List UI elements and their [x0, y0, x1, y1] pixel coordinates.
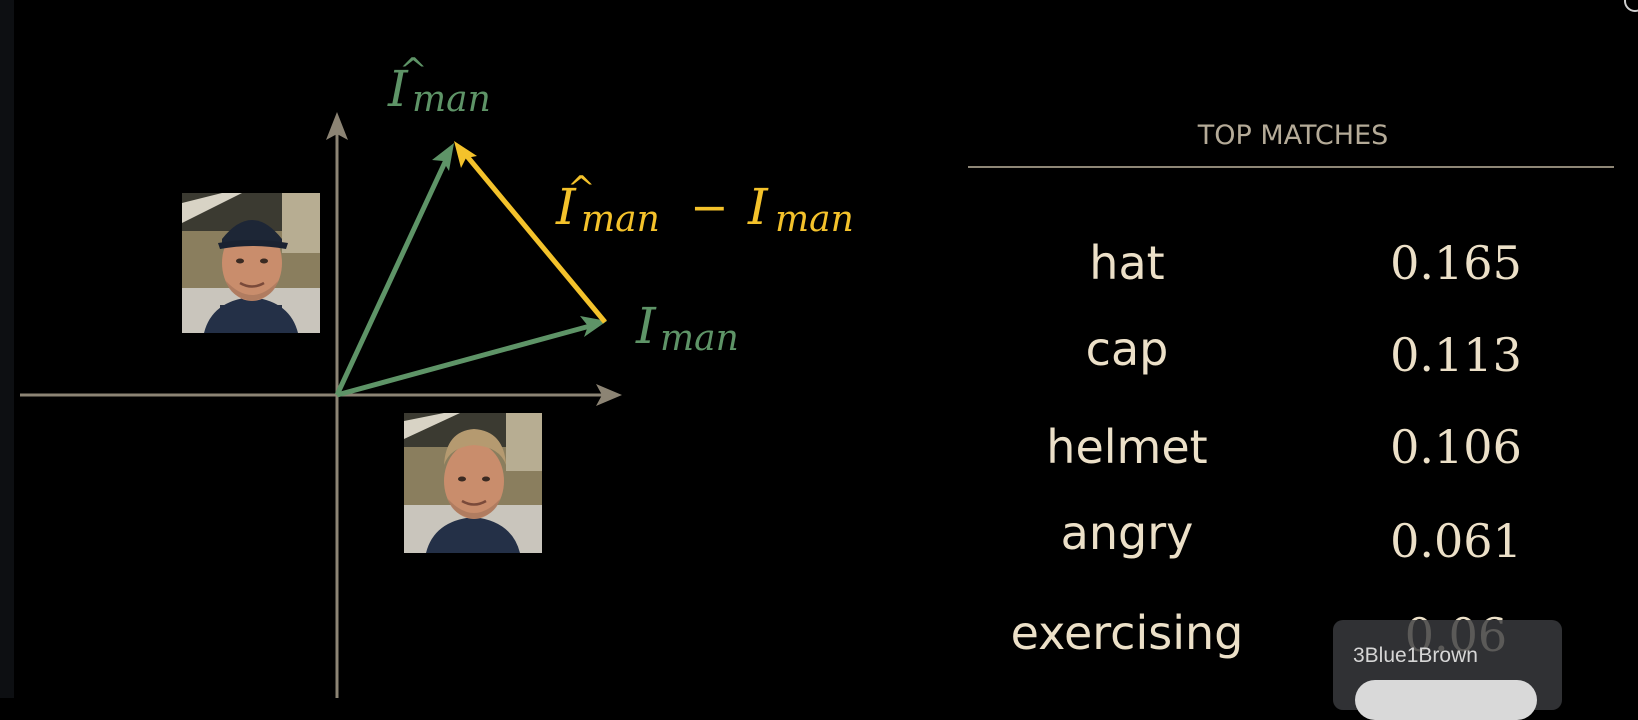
- match-score-hat: 0.165: [1390, 236, 1522, 290]
- vector-difference-arrowhead: [454, 141, 477, 168]
- label-difference: ^ I man − I man: [555, 169, 854, 240]
- channel-watermark[interactable]: 3Blue1Brown: [1333, 620, 1562, 720]
- left-edge-strip: [0, 0, 14, 698]
- top-matches-title: TOP MATCHES: [1197, 120, 1389, 151]
- label-actual-base: I: [635, 297, 657, 355]
- person-with-cap-photo: [182, 193, 320, 333]
- match-score-angry: 0.061: [1390, 514, 1522, 568]
- label-predicted-subscript: man: [412, 79, 491, 120]
- vector-difference: [464, 153, 607, 324]
- match-word-helmet: helmet: [1046, 420, 1208, 474]
- watermark-pill-button[interactable]: [1355, 680, 1537, 720]
- match-word-cap: cap: [1085, 322, 1169, 376]
- match-word-hat: hat: [1089, 236, 1165, 290]
- label-difference-left-base: I: [555, 178, 577, 236]
- label-predicted: ^ I man: [387, 51, 491, 120]
- y-axis-arrowhead: [326, 112, 348, 140]
- vector-predicted: [334, 158, 449, 397]
- vector-predicted-arrowhead: [432, 143, 454, 171]
- vector-actual: [336, 323, 591, 398]
- x-axis-arrowhead: [596, 384, 622, 406]
- label-difference-operator: −: [690, 180, 729, 234]
- vector-actual-arrowhead: [580, 316, 607, 337]
- label-difference-left-subscript: man: [581, 199, 660, 240]
- top-matches-divider: [968, 166, 1614, 168]
- label-difference-right-subscript: man: [775, 199, 854, 240]
- label-actual-subscript: man: [660, 318, 739, 359]
- channel-name: 3Blue1Brown: [1353, 644, 1478, 667]
- label-actual: I man: [635, 297, 739, 359]
- match-score-helmet: 0.106: [1390, 420, 1522, 474]
- match-word-angry: angry: [1060, 506, 1194, 560]
- corner-indicator-icon: [1624, 0, 1638, 12]
- person-photo: [404, 413, 542, 553]
- match-word-exercising: exercising: [1010, 606, 1244, 660]
- label-predicted-base: I: [387, 60, 409, 118]
- match-score-cap: 0.113: [1390, 328, 1522, 382]
- label-difference-hat: ^: [567, 169, 596, 209]
- label-predicted-hat: ^: [399, 51, 428, 91]
- label-difference-right-base: I: [747, 178, 769, 236]
- vector-diagram: ^ I man ^ I man − I man I man: [20, 51, 854, 698]
